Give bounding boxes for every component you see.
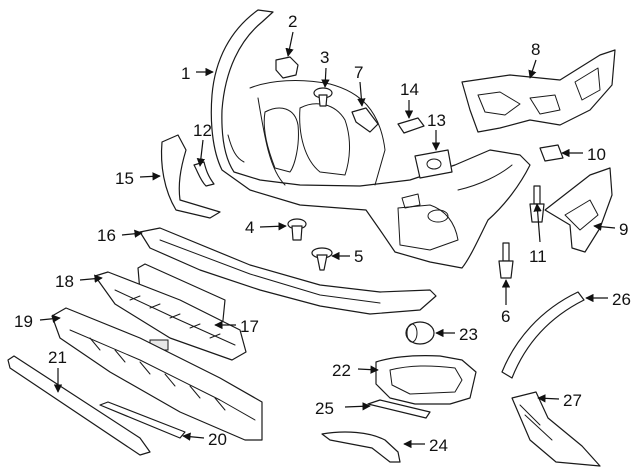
bracket-9	[544, 167, 613, 253]
lower-deflector-16	[139, 227, 437, 315]
bracket-2	[275, 56, 299, 79]
bracket-12	[193, 161, 215, 187]
callout-5: 5	[354, 247, 363, 266]
callout-24: 24	[429, 436, 448, 455]
callout-3: 3	[320, 48, 329, 67]
callout-19: 19	[14, 312, 33, 331]
trim-strip-21	[7, 355, 151, 456]
fog-bezel-22	[375, 355, 477, 405]
callout-6: 6	[501, 307, 510, 326]
bumper-cover	[210, 9, 531, 269]
bolt-6	[498, 242, 514, 279]
tow-cover-13	[414, 149, 453, 179]
lower-grille-19	[51, 307, 263, 441]
trim-25	[367, 399, 431, 419]
callout-27: 27	[563, 391, 582, 410]
clip-3	[313, 87, 333, 107]
wheel-arch-trim-26	[501, 291, 585, 379]
callout-10: 10	[587, 145, 606, 164]
callout-11: 11	[529, 247, 547, 266]
callout-8: 8	[531, 40, 540, 59]
trim-strip-20	[99, 401, 186, 439]
grille-18	[94, 271, 247, 361]
fog-lamp-23	[405, 321, 435, 345]
callout-26: 26	[612, 290, 631, 309]
callout-25: 25	[315, 399, 334, 418]
callout-22: 22	[332, 361, 351, 380]
bracket-8	[461, 49, 616, 133]
callout-16: 16	[97, 226, 116, 245]
support-15	[160, 134, 221, 219]
callout-21: 21	[48, 348, 67, 367]
callout-17: 17	[240, 317, 259, 336]
callout-4: 4	[245, 218, 254, 237]
leader-arrows	[39, 31, 616, 449]
bracket-7	[351, 107, 379, 133]
callout-12: 12	[193, 121, 212, 140]
cover-14	[397, 117, 425, 134]
callout-23: 23	[459, 325, 478, 344]
callout-labels: 1 2 3 4 5 6 7 8 9 10 11 12 13 14 15 16 1…	[14, 12, 631, 455]
callout-2: 2	[288, 12, 297, 31]
callout-14: 14	[400, 80, 419, 99]
deflector-27	[511, 391, 601, 467]
callout-20: 20	[208, 430, 227, 449]
callout-7: 7	[354, 63, 363, 82]
clip-5	[311, 247, 333, 271]
callout-9: 9	[619, 220, 628, 239]
clip-4	[287, 218, 307, 241]
bracket-10	[539, 144, 564, 162]
callout-13: 13	[427, 111, 446, 130]
callout-1: 1	[181, 64, 190, 83]
callout-18: 18	[55, 272, 74, 291]
trim-24	[321, 431, 401, 463]
callout-15: 15	[115, 169, 134, 188]
